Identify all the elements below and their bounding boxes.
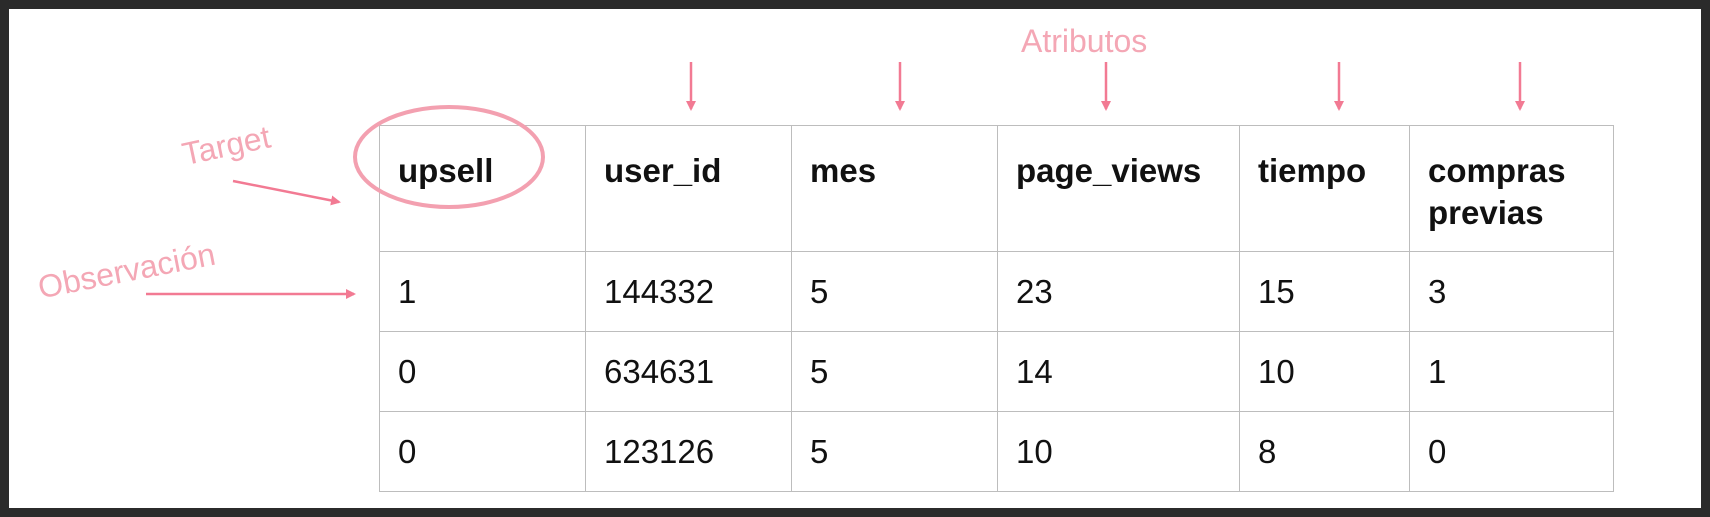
table-cell: 23 xyxy=(997,251,1240,332)
header-upsell: upsell xyxy=(379,125,586,252)
table-header-row: upsell user_id mes page_views tiempo com… xyxy=(379,125,1614,252)
header-page-views: page_views xyxy=(997,125,1240,252)
target-arrow xyxy=(232,179,341,206)
table-cell: 8 xyxy=(1239,411,1410,492)
dataset-table: upsell user_id mes page_views tiempo com… xyxy=(379,125,1614,492)
table-cell: 0 xyxy=(379,331,586,412)
table-cell: 3 xyxy=(1409,251,1614,332)
atributos-label: Atributos xyxy=(1021,23,1148,59)
table-cell: 0 xyxy=(1409,411,1614,492)
header-compras-previas: compras previas xyxy=(1409,125,1614,252)
table-cell: 10 xyxy=(997,411,1240,492)
table-cell: 10 xyxy=(1239,331,1410,412)
table-cell: 15 xyxy=(1239,251,1410,332)
table-row: 0 123126 5 10 8 0 xyxy=(379,411,1614,492)
table-cell: 0 xyxy=(379,411,586,492)
table-cell: 144332 xyxy=(585,251,792,332)
table-cell: 5 xyxy=(791,411,998,492)
table-cell: 1 xyxy=(379,251,586,332)
observation-label: Observación xyxy=(35,235,219,306)
header-user-id: user_id xyxy=(585,125,792,252)
table-cell: 5 xyxy=(791,331,998,412)
header-tiempo: tiempo xyxy=(1239,125,1410,252)
table-row: 1 144332 5 23 15 3 xyxy=(379,251,1614,332)
table-row: 0 634631 5 14 10 1 xyxy=(379,331,1614,412)
table-cell: 14 xyxy=(997,331,1240,412)
target-label: Target xyxy=(179,118,274,173)
table-cell: 634631 xyxy=(585,331,792,412)
header-mes: mes xyxy=(791,125,998,252)
table-cell: 5 xyxy=(791,251,998,332)
slide-canvas: upsell user_id mes page_views tiempo com… xyxy=(9,9,1701,508)
table-cell: 1 xyxy=(1409,331,1614,412)
table-cell: 123126 xyxy=(585,411,792,492)
